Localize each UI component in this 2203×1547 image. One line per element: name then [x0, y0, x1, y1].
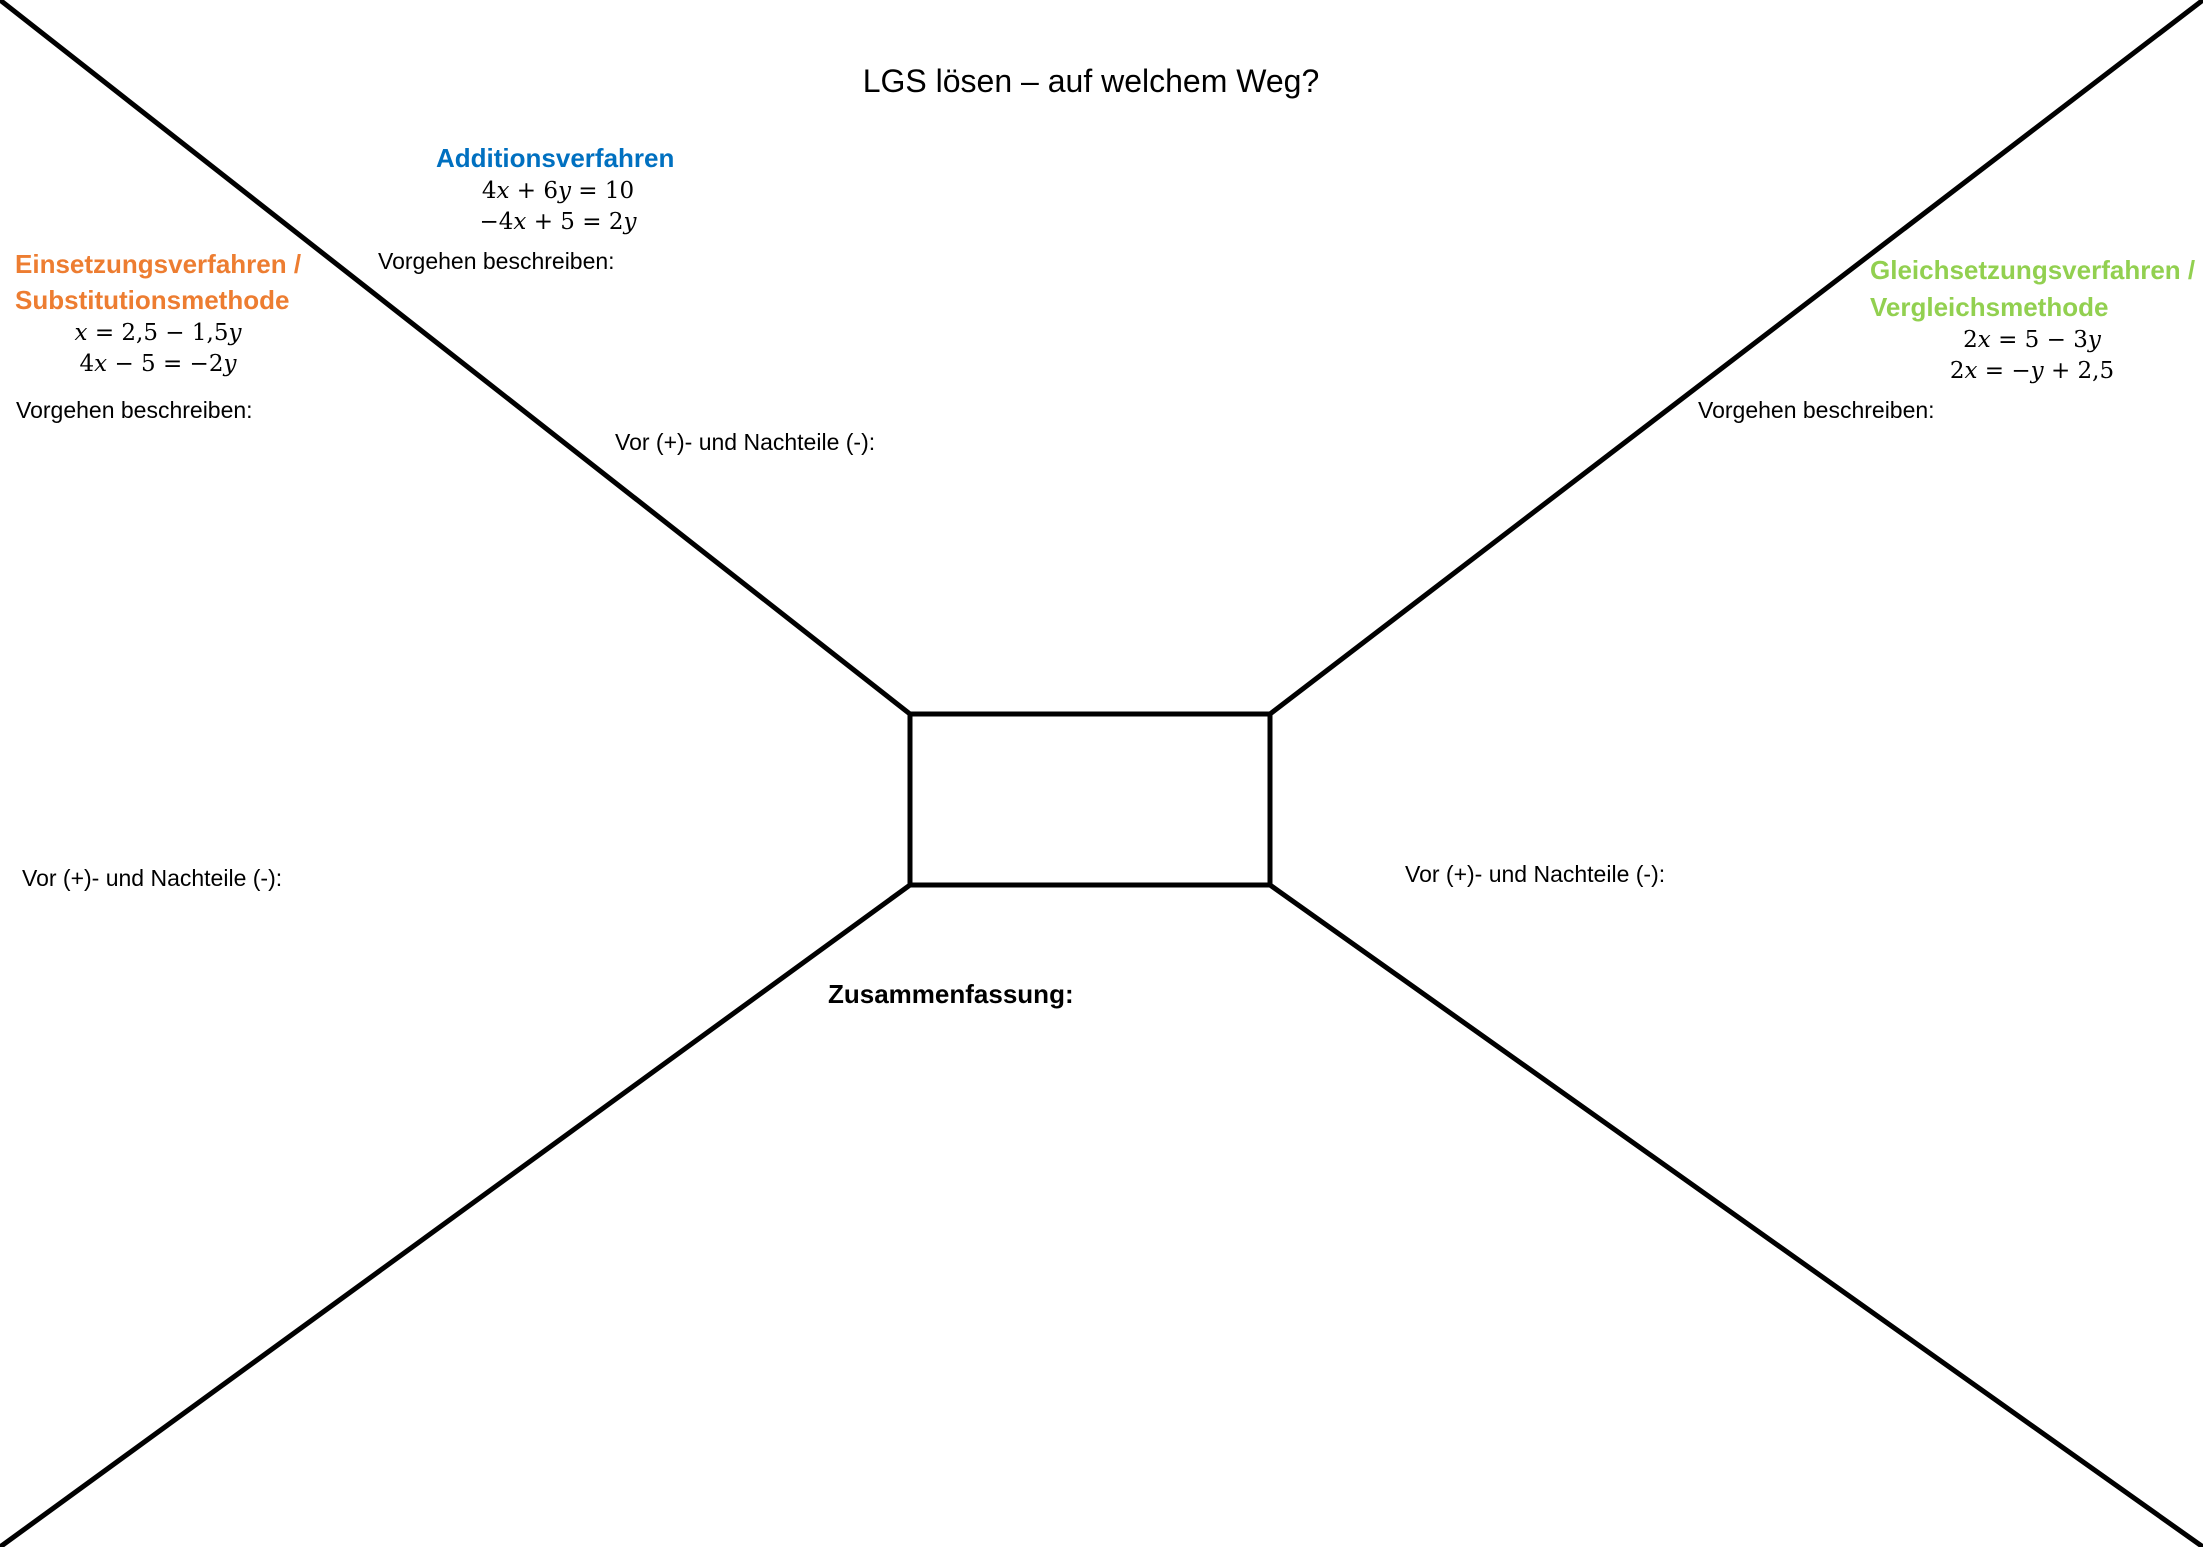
substitution-describe-label: Vorgehen beschreiben:	[16, 397, 253, 423]
line-top-right	[1266, 0, 2203, 718]
summary-label: Zusammenfassung:	[828, 979, 1074, 1009]
center-box	[907, 711, 1273, 888]
line-bottom-right	[1266, 881, 2203, 1547]
gleichsetzung-pros-cons-label: Vor (+)- und Nachteile (-):	[1405, 861, 1666, 887]
addition-pros-cons-label: Vor (+)- und Nachteile (-):	[615, 429, 876, 455]
substitution-equation-1: x = 2,5 − 1,5y	[74, 320, 242, 346]
gleichsetzung-equation-1: 2x = 5 − 3y	[1963, 327, 2101, 353]
gleichsetzung-heading-line-1: Gleichsetzungsverfahren /	[1870, 255, 2196, 285]
line-bottom-left	[0, 881, 914, 1547]
addition-equation-1: 4x + 6y = 10	[481, 178, 635, 204]
gleichsetzung-equation-2: 2x = −y + 2,5	[1949, 358, 2115, 384]
addition-equation-2: −4x + 5 = 2y	[479, 209, 637, 235]
substitution-pros-cons-label: Vor (+)- und Nachteile (-):	[22, 865, 283, 891]
substitution-heading-line-1: Einsetzungsverfahren /	[15, 249, 302, 279]
line-top-left	[0, 0, 914, 718]
addition-heading: Additionsverfahren	[436, 143, 675, 173]
addition-describe-label: Vorgehen beschreiben:	[378, 248, 615, 274]
substitution-equation-2: 4x − 5 = −2y	[79, 351, 237, 377]
gleichsetzung-describe-label: Vorgehen beschreiben:	[1698, 397, 1935, 423]
substitution-heading-line-2: Substitutionsmethode	[15, 285, 290, 315]
gleichsetzung-heading-line-2: Vergleichsmethode	[1870, 292, 2109, 322]
page-title: LGS lösen – auf welchem Weg?	[862, 63, 1320, 99]
